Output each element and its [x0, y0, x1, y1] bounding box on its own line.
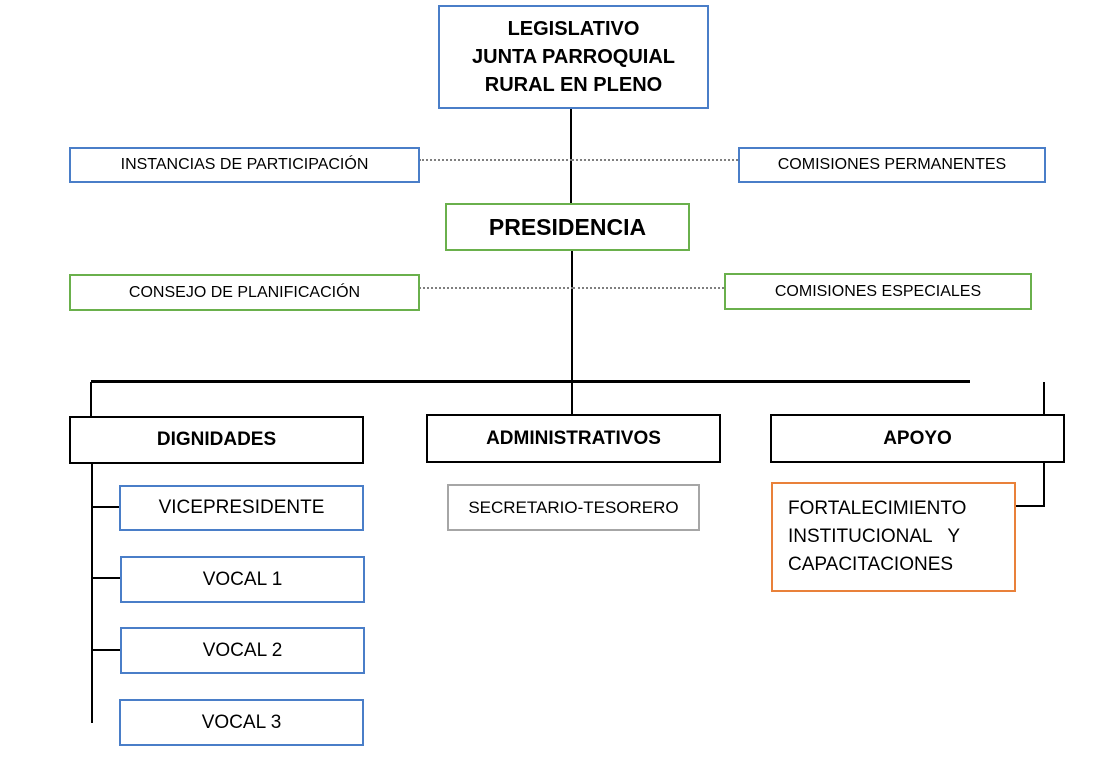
connector-top-to-presidencia: [570, 108, 572, 204]
presidencia-box: PRESIDENCIA: [445, 203, 690, 251]
apoyo-label: APOYO: [883, 427, 952, 449]
fortalecimiento-line-3: CAPACITACIONES: [788, 554, 954, 575]
vocal-3-box: VOCAL 3: [119, 699, 364, 746]
administrativos-box: ADMINISTRATIVOS: [426, 414, 721, 463]
connector-hub-to-administrativos: [571, 383, 573, 415]
comisiones-permanentes-box: COMISIONES PERMANENTES: [738, 147, 1046, 183]
connector-vocal-1: [91, 577, 120, 579]
consejo-planificacion-box: CONSEJO DE PLANIFICACIÓN: [69, 274, 420, 311]
connector-apoyo-horizontal: [1016, 505, 1045, 507]
connector-right-drop: [1043, 382, 1045, 416]
connector-dignidades-vertical: [91, 463, 93, 723]
vicepresidente-label: VICEPRESIDENTE: [158, 497, 325, 518]
connector-vicepresidente: [91, 506, 120, 508]
vocal-2-label: VOCAL 2: [202, 639, 283, 661]
vicepresidente-box: VICEPRESIDENTE: [119, 485, 364, 531]
comisiones-especiales-box: COMISIONES ESPECIALES: [724, 273, 1032, 310]
dotted-link-left-mid: [419, 287, 573, 289]
connector-vocal-2: [91, 649, 120, 651]
connector-horizontal-main: [91, 380, 970, 383]
legislativo-line-2: JUNTA PARROQUIAL: [472, 46, 675, 68]
legislativo-line-1: LEGISLATIVO: [507, 18, 640, 40]
vocal-3-label: VOCAL 3: [201, 711, 282, 733]
dotted-link-left-top: [419, 159, 572, 161]
dotted-link-right-top: [572, 159, 738, 161]
fortalecimiento-line-1: FORTALECIMIENTO: [788, 498, 967, 519]
vocal-1-label: VOCAL 1: [202, 568, 283, 590]
secretario-tesorero-box: SECRETARIO-TESORERO: [447, 484, 700, 531]
dignidades-label: DIGNIDADES: [156, 429, 277, 450]
comisiones-permanentes-label: COMISIONES PERMANENTES: [777, 156, 1007, 173]
vocal-1-box: VOCAL 1: [120, 556, 365, 603]
dotted-link-right-mid: [573, 287, 724, 289]
legislativo-line-3: RURAL EN PLENO: [484, 74, 663, 96]
vocal-2-box: VOCAL 2: [120, 627, 365, 674]
fortalecimiento-box: FORTALECIMIENTO INSTITUCIONAL Y CAPACITA…: [771, 482, 1016, 592]
presidencia-label: PRESIDENCIA: [488, 213, 647, 240]
connector-apoyo-vertical: [1043, 462, 1045, 507]
comisiones-especiales-label: COMISIONES ESPECIALES: [774, 282, 982, 300]
connector-presidencia-to-hub: [571, 250, 573, 383]
connector-left-drop: [90, 382, 92, 416]
legislativo-box: LEGISLATIVO JUNTA PARROQUIAL RURAL EN PL…: [438, 5, 709, 109]
administrativos-label: ADMINISTRATIVOS: [486, 427, 661, 449]
dignidades-box: DIGNIDADES: [69, 416, 364, 464]
consejo-planificacion-label: CONSEJO DE PLANIFICACIÓN: [128, 283, 361, 301]
apoyo-box: APOYO: [770, 414, 1065, 463]
fortalecimiento-line-2: INSTITUCIONAL Y: [788, 526, 961, 547]
secretario-tesorero-label: SECRETARIO-TESORERO: [468, 497, 679, 517]
instancias-participacion-box: INSTANCIAS DE PARTICIPACIÓN: [69, 147, 420, 183]
instancias-participacion-label: INSTANCIAS DE PARTICIPACIÓN: [120, 156, 369, 173]
